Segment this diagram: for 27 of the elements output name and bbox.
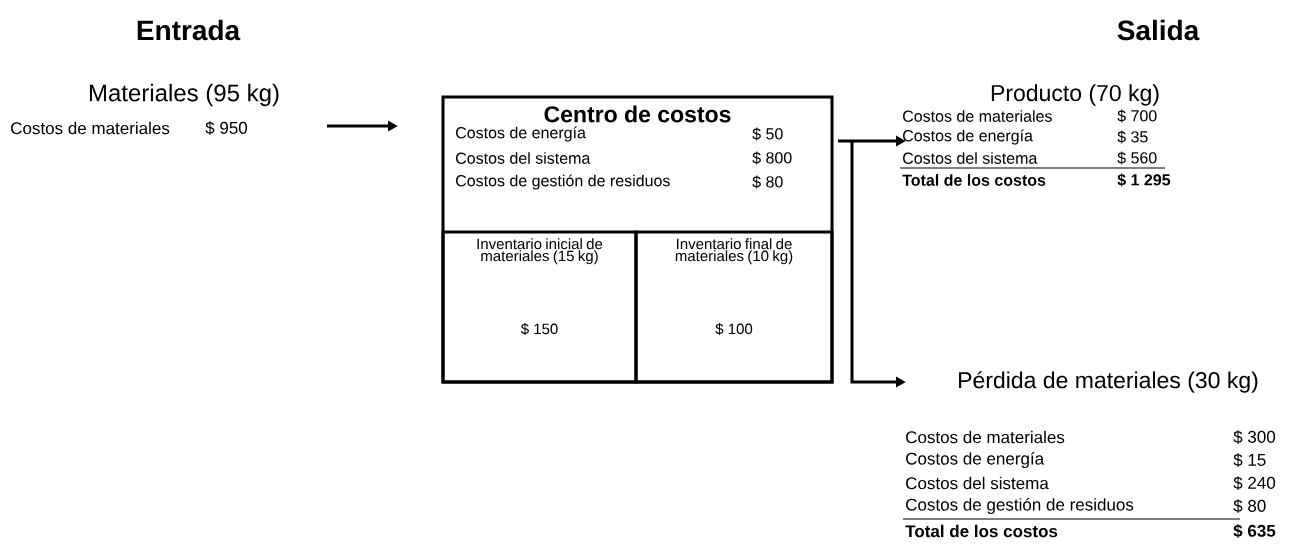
cost-item: Costos de energía <box>906 452 1045 469</box>
cost-value: $ 635 <box>1233 524 1276 538</box>
flow-label: Materiales (95 kg) <box>89 83 279 107</box>
cost-item: Costos de energía <box>903 129 1033 145</box>
cost-item: Total de los costos <box>902 174 1046 186</box>
cost-item: Total de los costos <box>905 524 1058 538</box>
cost-value: $ 80 <box>1233 499 1266 513</box>
cost-value: $ 240 <box>1233 476 1276 490</box>
cost-value: $ 300 <box>1233 430 1276 444</box>
cost-item: Costos de materiales <box>906 430 1065 444</box>
cost-item: Costos del sistema <box>903 152 1038 164</box>
cost-item: Costos de gestión de residuos <box>906 498 1134 515</box>
cost-value: $ 560 <box>1117 151 1157 165</box>
cost-value: $ 1 295 <box>1117 173 1171 187</box>
cost-value: $ 15 <box>1233 453 1266 467</box>
cost-item: Costos de materiales <box>11 121 170 135</box>
heading: Entrada <box>137 19 241 41</box>
cost-value: $ 35 <box>1117 130 1148 144</box>
cost-item: Costos del sistema <box>906 476 1049 490</box>
flow-label: Pérdida de materiales (30 kg) <box>959 371 1258 393</box>
cost-value: $ 950 <box>205 121 248 135</box>
inventory-box: Inventario final de materiales (10 kg) $ 100 <box>634 230 834 384</box>
cost-item: Costos de materiales <box>903 110 1052 122</box>
flow-label: Producto (70 kg) <box>991 84 1159 106</box>
inventory-box: Inventario inicial de materiales (15 kg) $ 150 <box>441 230 638 384</box>
heading: Salida <box>1117 19 1200 41</box>
cost-value: $ 700 <box>1117 109 1157 123</box>
